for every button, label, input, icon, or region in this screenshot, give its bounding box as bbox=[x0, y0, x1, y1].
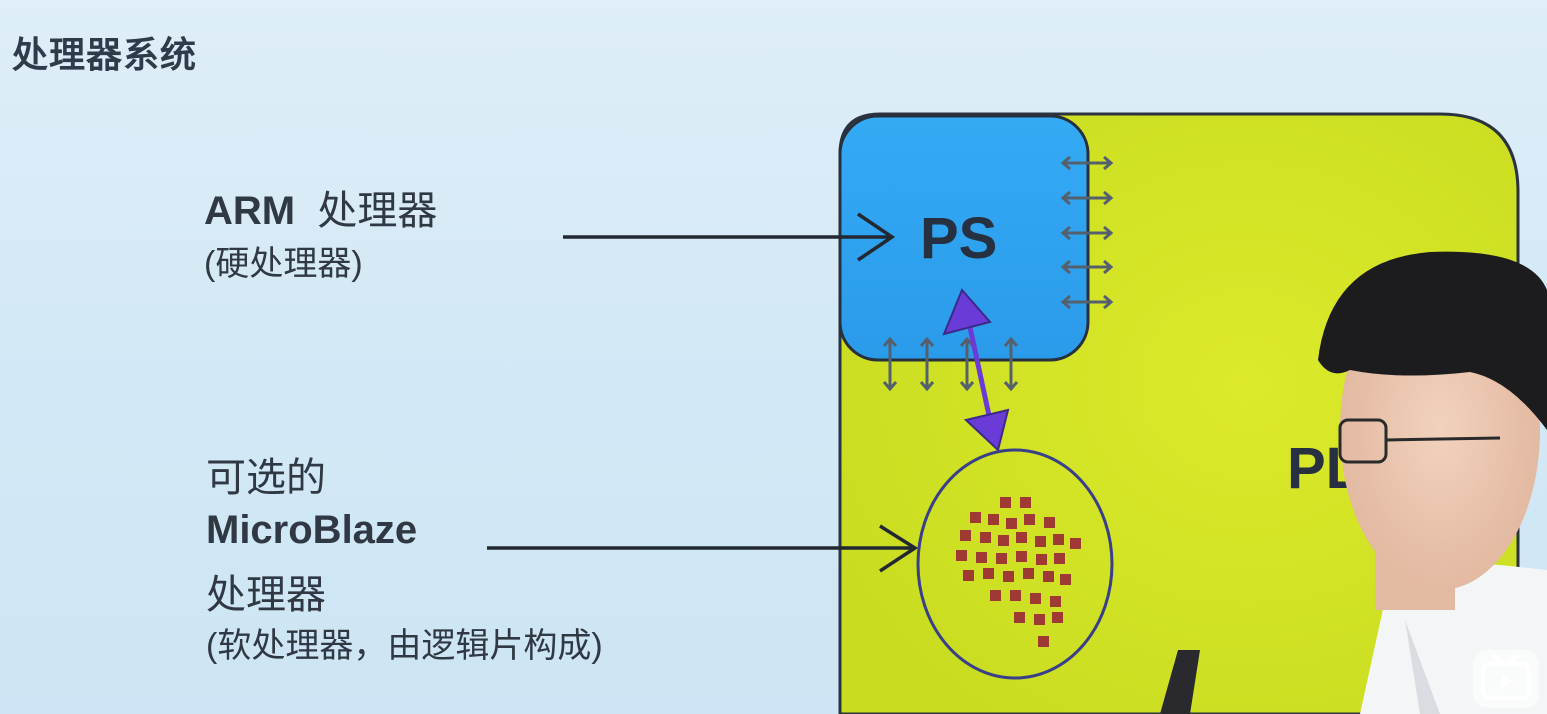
microblaze-pointer-arrow bbox=[487, 524, 919, 573]
logic-slice bbox=[963, 570, 974, 581]
logic-slice bbox=[1070, 538, 1081, 549]
microblaze-type: 处理器 bbox=[206, 573, 326, 617]
logic-slice bbox=[1000, 497, 1011, 508]
logic-slice bbox=[998, 535, 1009, 546]
logic-slice bbox=[1035, 536, 1046, 547]
ps-label: PS bbox=[920, 206, 997, 271]
logic-slice bbox=[1060, 574, 1071, 585]
logic-slice bbox=[988, 514, 999, 525]
arm-pointer-arrow bbox=[563, 212, 896, 262]
microblaze-note: (软处理器，由逻辑片构成) bbox=[206, 627, 603, 665]
logic-slice bbox=[1030, 593, 1041, 604]
logic-slice bbox=[1006, 518, 1017, 529]
tv-play-icon bbox=[1473, 650, 1539, 708]
microblaze-name: MicroBlaze bbox=[206, 508, 418, 552]
logic-slice bbox=[970, 512, 981, 523]
logic-slice bbox=[996, 553, 1007, 564]
logic-slice bbox=[1003, 571, 1014, 582]
logic-slice bbox=[1053, 534, 1064, 545]
logic-slice bbox=[1016, 532, 1027, 543]
logic-slice bbox=[980, 532, 991, 543]
logic-slice bbox=[1016, 551, 1027, 562]
logic-slice bbox=[1034, 614, 1045, 625]
logic-slice bbox=[1020, 497, 1031, 508]
microblaze-prefix: 可选的 bbox=[206, 456, 326, 500]
logic-slices bbox=[956, 497, 1081, 647]
arm-type: 处理器 bbox=[317, 189, 438, 233]
logic-slice bbox=[976, 552, 987, 563]
arm-label: ARM 处理器 bbox=[204, 178, 437, 236]
ps-microblaze-connector bbox=[942, 288, 1010, 452]
arm-name: ARM bbox=[204, 189, 296, 233]
logic-slice bbox=[1036, 554, 1047, 565]
logic-slice bbox=[1038, 636, 1049, 647]
logic-slice bbox=[990, 590, 1001, 601]
logic-slice bbox=[1010, 590, 1021, 601]
logic-slice bbox=[983, 568, 994, 579]
logic-slice bbox=[1043, 571, 1054, 582]
microblaze-block bbox=[916, 448, 1114, 680]
logic-slice bbox=[1054, 553, 1065, 564]
logic-slice bbox=[960, 530, 971, 541]
logic-slice bbox=[1023, 568, 1034, 579]
logic-slice bbox=[1014, 612, 1025, 623]
ps-io-arrows-right bbox=[1060, 155, 1114, 310]
logic-slice bbox=[1044, 517, 1055, 528]
logic-slice bbox=[1052, 612, 1063, 623]
arm-note: (硬处理器) bbox=[204, 245, 363, 283]
slide-title: 处理器系统 bbox=[12, 34, 198, 75]
logic-slice bbox=[956, 550, 967, 561]
logic-slice bbox=[1050, 596, 1061, 607]
logic-slice bbox=[1024, 514, 1035, 525]
